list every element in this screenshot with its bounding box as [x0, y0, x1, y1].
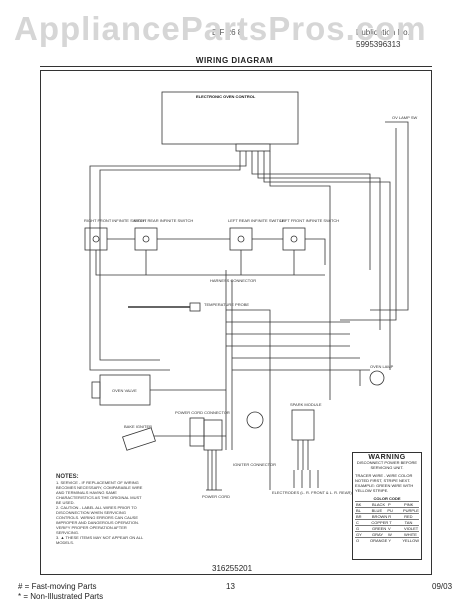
title-rule: [40, 66, 432, 67]
power-cord-label: POWER CORD: [202, 494, 230, 499]
publication-number: 5995396313: [356, 40, 401, 49]
switch-right-front: [84, 227, 108, 251]
switch-left-front: [282, 227, 306, 251]
electrodes-label: ELECTRODES (L. R. FRONT & L. R. REAR): [272, 490, 352, 495]
switch-right-front-label: RIGHT FRONT INFINITE SWITCH: [84, 218, 146, 223]
publication-date: 09/03: [432, 582, 453, 591]
color-code-title: COLOR CODE: [373, 496, 401, 501]
spark-module: [291, 409, 315, 441]
note-item: 1. SERVICE - IF REPLACEMENT OF WIRING BE…: [56, 480, 143, 505]
warning-text: TRACER WIRE - WIRE COLOR NOTED FIRST, ST…: [355, 473, 414, 493]
warning-title: WARNING: [368, 454, 406, 461]
bake-igniter-label: BAKE IGNITER: [124, 424, 152, 429]
oven-control-box: [161, 91, 299, 145]
temp-probe-label: TEMPERATURE PROBE: [204, 302, 249, 307]
switch-left-rear-label: LEFT REAR INFINITE SWITCH: [228, 218, 285, 223]
switch-left-front-label: LEFT FRONT INFINITE SWITCH: [280, 218, 339, 223]
oven-valve-label: OVEN VALVE: [112, 388, 137, 393]
publication-label: Publication No.: [356, 28, 410, 37]
harness-label: HARNESS CONNECTOR: [210, 278, 256, 283]
diagram-frame: [40, 70, 432, 575]
lamp-switch-label: OV LAMP SW: [392, 115, 417, 120]
spark-module-label: SPARK MODULE: [290, 402, 322, 407]
note-item: 3. ▲ THESE ITEMS MAY NOT APPEAR ON ALL M…: [56, 535, 144, 545]
notes-block: NOTES: 1. SERVICE - IF REPLACEMENT OF WI…: [56, 474, 146, 545]
watermark-logo: AppliancePartsPros.com: [14, 10, 427, 47]
diagram-part-number: 316255201: [212, 564, 253, 573]
note-item: 2. CAUTION - LABEL ALL WIRES PRIOR TO DI…: [56, 505, 140, 535]
wiring-diagram: ELECTRONIC OVEN CONTROL OV LAMP SW RIGHT…: [84, 91, 417, 499]
igniter-connector-label: IGNITER CONNECTOR: [233, 462, 276, 467]
power-cord-connector-label: POWER CORD CONNECTOR: [175, 410, 230, 415]
legend-non-illustrated: * = Non-Illustrated Parts: [18, 592, 104, 601]
warning-subtitle: DISCONNECT POWER BEFORE SERVICING UNIT.: [356, 460, 418, 470]
oven-lamp-label: OVEN LAMP: [370, 364, 394, 369]
oven-control-label: ELECTRONIC OVEN CONTROL: [196, 94, 256, 99]
model-label: E F 26 8: [212, 28, 243, 37]
page-number: 13: [226, 582, 235, 591]
notes-title: NOTES:: [56, 474, 79, 480]
switch-right-rear-label: RIGHT REAR INFINITE SWITCH: [134, 218, 193, 223]
warning-box: WARNING DISCONNECT POWER BEFORE SERVICIN…: [352, 452, 422, 560]
switch-right-rear: [134, 227, 158, 251]
control-terminal-block: [235, 143, 271, 152]
switch-left-rear: [229, 227, 253, 251]
page-title: WIRING DIAGRAM: [195, 56, 274, 65]
legend-fast-moving: # = Fast-moving Parts: [18, 582, 97, 591]
